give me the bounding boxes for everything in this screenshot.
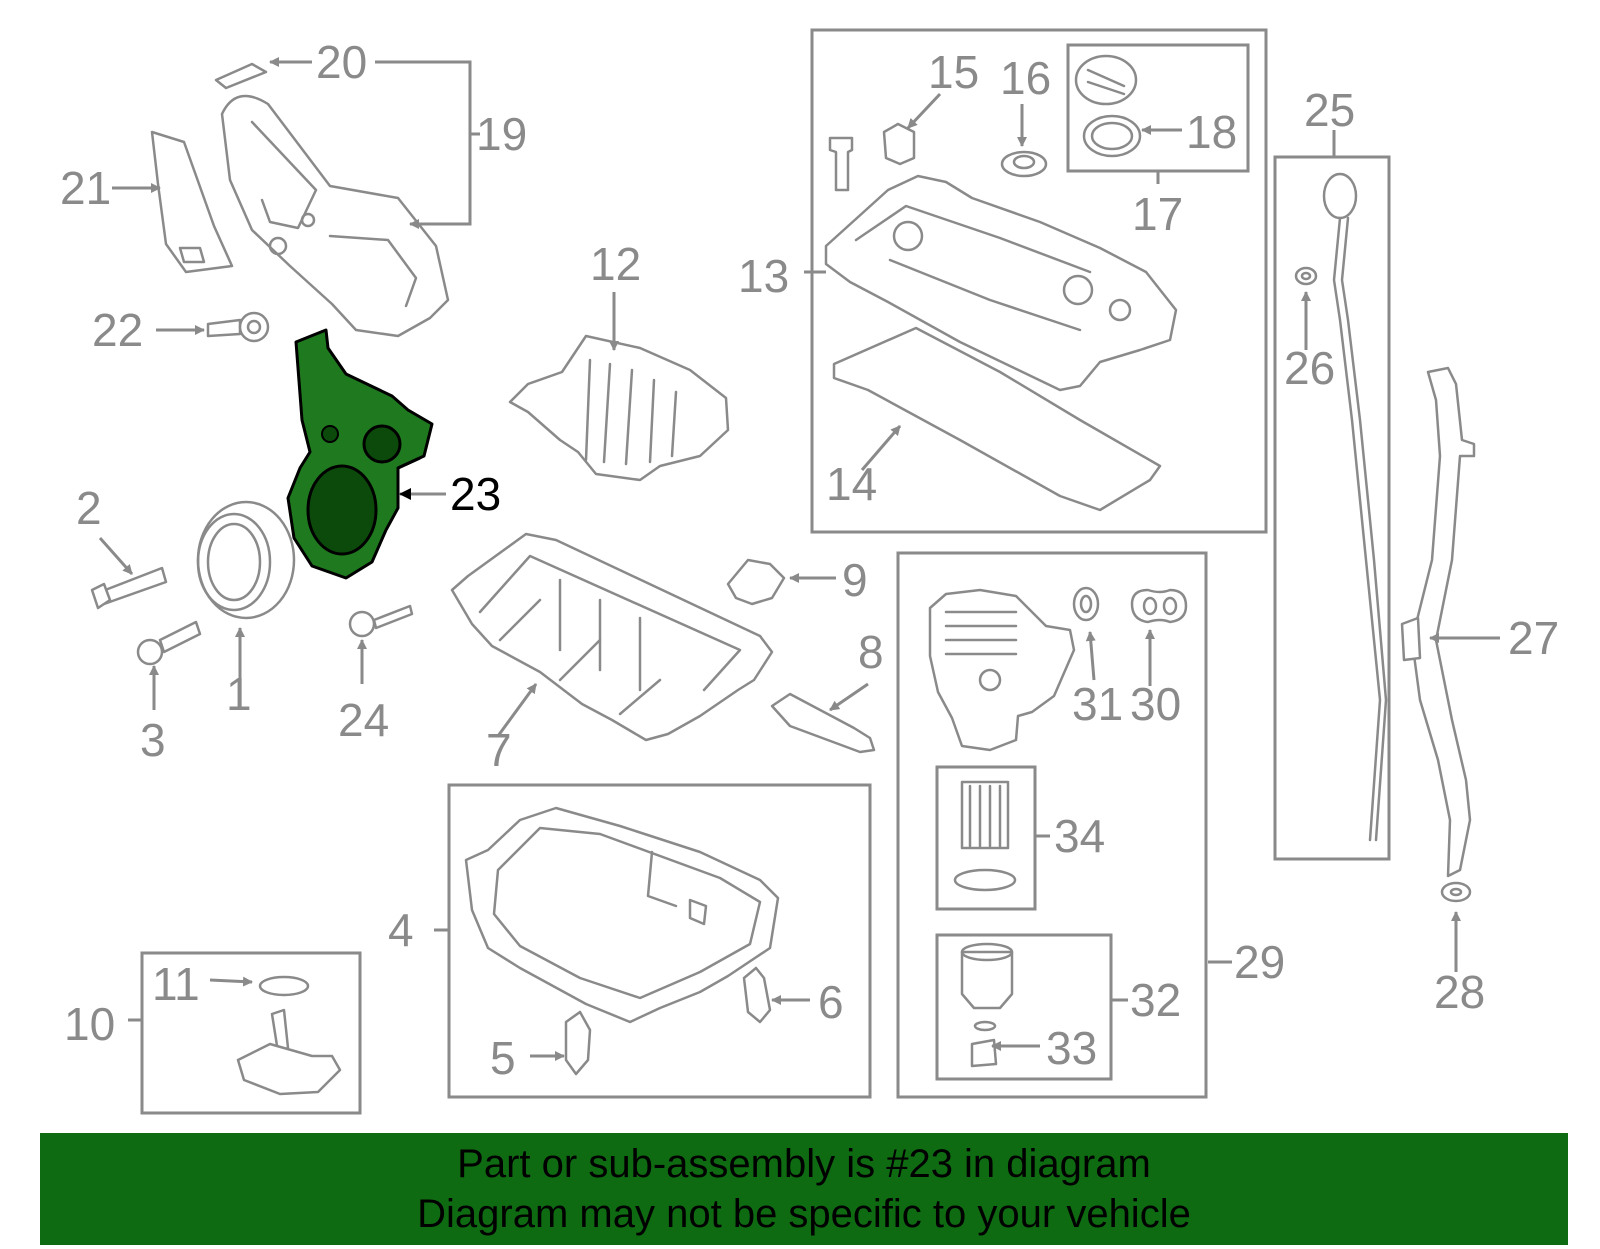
oil-filter-housing-29 (928, 588, 1076, 752)
group-box-29 (896, 551, 1208, 1099)
label-28: 28 (1434, 966, 1485, 1018)
group-box-34 (935, 765, 1037, 911)
label-1: 1 (226, 668, 252, 720)
baffle-12 (508, 334, 730, 482)
seal-16 (1000, 150, 1048, 178)
label-6: 6 (818, 976, 844, 1028)
dipstick-25 (1322, 172, 1388, 842)
label-5: 5 (490, 1032, 516, 1084)
banner-line-1: Part or sub-assembly is #23 in diagram (457, 1142, 1151, 1186)
sensor-10 (236, 1008, 342, 1096)
label-25: 25 (1304, 84, 1355, 136)
gasket-strip-20 (214, 62, 268, 90)
label-32: 32 (1130, 974, 1181, 1026)
label-17: 17 (1132, 188, 1183, 240)
info-banner: Part or sub-assembly is #23 in diagram D… (40, 1133, 1568, 1245)
seal-28 (1440, 881, 1472, 903)
group-box-13 (810, 28, 1268, 534)
dipstick-tube-27 (1400, 366, 1476, 878)
bolt-22 (206, 311, 270, 343)
leader-lines (98, 57, 1500, 1061)
label-2: 2 (76, 482, 102, 534)
gasket-8 (770, 692, 876, 754)
ring-33 (970, 1020, 998, 1068)
label-11: 11 (152, 958, 200, 1010)
oil-filter-34 (953, 780, 1017, 892)
bolt-24 (348, 604, 414, 638)
sensor-9 (726, 558, 786, 606)
label-19: 19 (476, 108, 527, 160)
oring-11 (258, 975, 310, 997)
label-3: 3 (140, 714, 166, 766)
label-30: 30 (1130, 678, 1181, 730)
label-22: 22 (92, 304, 143, 356)
valve-cover-13 (824, 174, 1178, 392)
label-10: 10 (64, 998, 115, 1050)
label-4: 4 (388, 904, 414, 956)
bolt-3 (136, 620, 202, 666)
label-23: 23 (450, 468, 501, 520)
lower-oil-pan-4 (464, 806, 780, 1024)
label-8: 8 (858, 626, 884, 678)
lower-timing-cover-23 (286, 328, 434, 580)
part-labels: 20 19 21 22 23 2 1 3 24 12 13 7 9 8 4 5 … (60, 36, 1559, 1084)
upper-timing-cover (220, 94, 450, 338)
gasket-14 (832, 326, 1162, 512)
label-12: 12 (590, 238, 641, 290)
clip-6 (742, 966, 772, 1024)
label-20: 20 (316, 36, 367, 88)
oring-26 (1294, 266, 1318, 286)
label-27: 27 (1508, 612, 1559, 664)
label-15: 15 (928, 46, 979, 98)
label-29: 29 (1234, 936, 1285, 988)
group-box-32 (935, 933, 1113, 1081)
label-14: 14 (826, 458, 877, 510)
pulley-1 (196, 500, 296, 620)
label-34: 34 (1054, 810, 1105, 862)
plug-15 (882, 122, 916, 166)
group-box-25 (1273, 155, 1391, 861)
cover-21 (150, 130, 234, 274)
label-18: 18 (1186, 106, 1237, 158)
label-9: 9 (842, 554, 868, 606)
label-13: 13 (738, 250, 789, 302)
label-7: 7 (486, 724, 512, 776)
seal-30 (1130, 588, 1188, 624)
label-24: 24 (338, 694, 389, 746)
plug-5 (564, 1010, 592, 1076)
banner-line-2: Diagram may not be specific to your vehi… (417, 1192, 1191, 1236)
bolt-15a (828, 136, 854, 192)
oil-pan-7 (450, 532, 774, 742)
label-21: 21 (60, 162, 111, 214)
label-16: 16 (1000, 52, 1051, 104)
bolt-2 (90, 566, 168, 610)
label-26: 26 (1284, 342, 1335, 394)
group-box-4 (447, 783, 872, 1099)
label-33: 33 (1046, 1022, 1097, 1074)
group-box-10 (140, 951, 362, 1115)
seal-18 (1082, 114, 1142, 158)
oil-cap-17 (1074, 54, 1138, 106)
filter-cap-32 (960, 942, 1014, 1010)
label-31: 31 (1072, 678, 1123, 730)
seal-31 (1072, 586, 1100, 622)
